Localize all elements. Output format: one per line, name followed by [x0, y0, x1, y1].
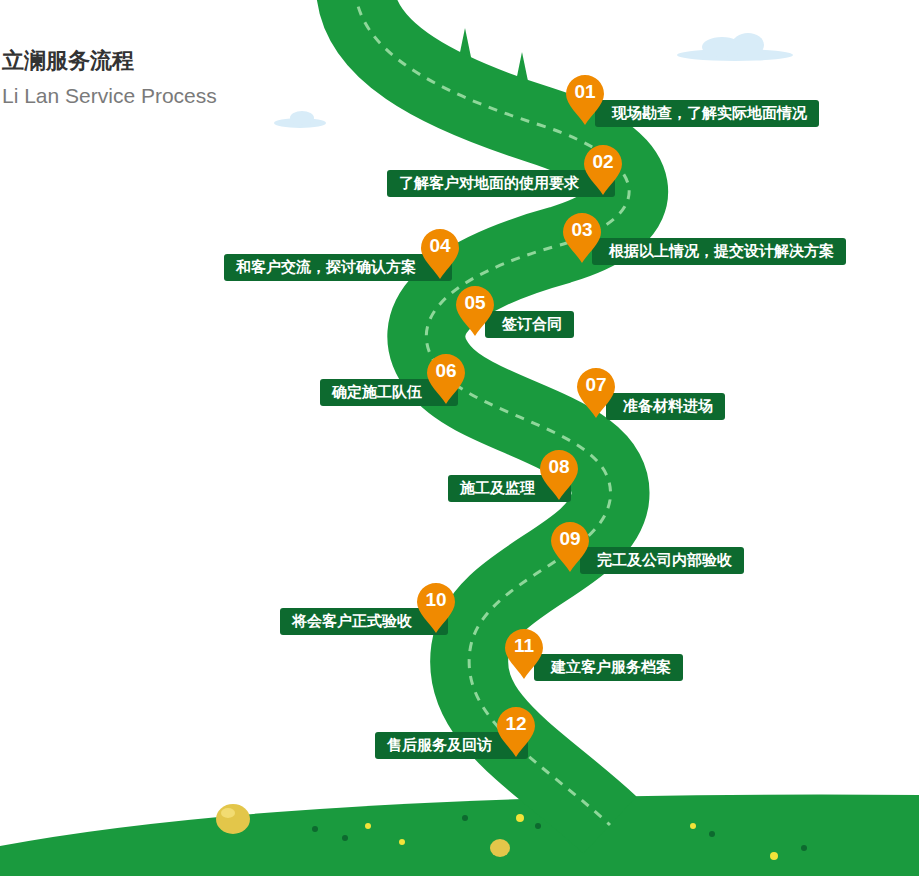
step-pin: 11	[504, 629, 544, 679]
pin-shape	[421, 229, 459, 279]
step-number: 02	[583, 150, 623, 174]
step-box: 售后服务及回访12	[375, 732, 528, 759]
step-number: 11	[504, 634, 544, 658]
diagram-subtitle: Li Lan Service Process	[2, 84, 217, 108]
step-pin: 10	[416, 583, 456, 633]
step-label: 将会客户正式验收	[292, 608, 412, 635]
step-pin: 07	[576, 368, 616, 418]
pin-shape	[456, 286, 494, 336]
step-label: 现场勘查，了解实际地面情况	[612, 100, 807, 127]
step-number: 12	[496, 712, 536, 736]
step-number: 08	[539, 455, 579, 479]
step-label: 和客户交流，探讨确认方案	[236, 254, 416, 281]
step-pin: 09	[550, 522, 590, 572]
pin-shape	[497, 707, 535, 757]
pin-shape	[577, 368, 615, 418]
step-label: 完工及公司内部验收	[597, 547, 732, 574]
step-pin: 05	[455, 286, 495, 336]
step-label: 施工及监理	[460, 475, 535, 502]
step-pin: 08	[539, 450, 579, 500]
step-box: 和客户交流，探讨确认方案04	[224, 254, 452, 281]
road-dash	[355, 0, 629, 825]
step-label: 了解客户对地面的使用要求	[399, 170, 579, 197]
pin-shape	[566, 75, 604, 125]
step-box: 确定施工队伍06	[320, 379, 458, 406]
pin-shape	[540, 450, 578, 500]
pin-shape	[427, 354, 465, 404]
step-pin: 04	[420, 229, 460, 279]
step-number: 04	[420, 234, 460, 258]
step-pin: 12	[496, 707, 536, 757]
step-box: 准备材料进场07	[606, 393, 725, 420]
step-box: 签订合同05	[485, 311, 574, 338]
pin-shape	[563, 213, 601, 263]
step-box: 施工及监理08	[448, 475, 571, 502]
pin-shape	[505, 629, 543, 679]
step-label: 售后服务及回访	[387, 732, 492, 759]
step-number: 03	[562, 218, 602, 242]
step-number: 06	[426, 359, 466, 383]
step-number: 07	[576, 373, 616, 397]
step-number: 05	[455, 291, 495, 315]
step-number: 01	[565, 80, 605, 104]
step-box: 完工及公司内部验收09	[580, 547, 744, 574]
step-box: 将会客户正式验收10	[280, 608, 448, 635]
step-box: 了解客户对地面的使用要求02	[387, 170, 615, 197]
step-number: 09	[550, 527, 590, 551]
step-box: 现场勘查，了解实际地面情况01	[595, 100, 819, 127]
step-pin: 01	[565, 75, 605, 125]
step-box: 根据以上情况，提交设计解决方案03	[592, 238, 846, 265]
step-pin: 03	[562, 213, 602, 263]
rock	[216, 804, 510, 857]
step-number: 10	[416, 588, 456, 612]
step-label: 根据以上情况，提交设计解决方案	[609, 238, 834, 265]
step-box: 建立客户服务档案11	[534, 654, 683, 681]
pin-shape	[584, 145, 622, 195]
step-label: 确定施工队伍	[332, 379, 422, 406]
step-label: 签订合同	[502, 311, 562, 338]
step-pin: 06	[426, 354, 466, 404]
step-label: 建立客户服务档案	[551, 654, 671, 681]
grass-dot	[312, 814, 807, 860]
step-pin: 02	[583, 145, 623, 195]
hill	[0, 795, 919, 876]
step-label: 准备材料进场	[623, 393, 713, 420]
road	[355, 0, 629, 825]
diagram-title: 立澜服务流程	[2, 46, 134, 76]
pin-shape	[417, 583, 455, 633]
pin-shape	[551, 522, 589, 572]
